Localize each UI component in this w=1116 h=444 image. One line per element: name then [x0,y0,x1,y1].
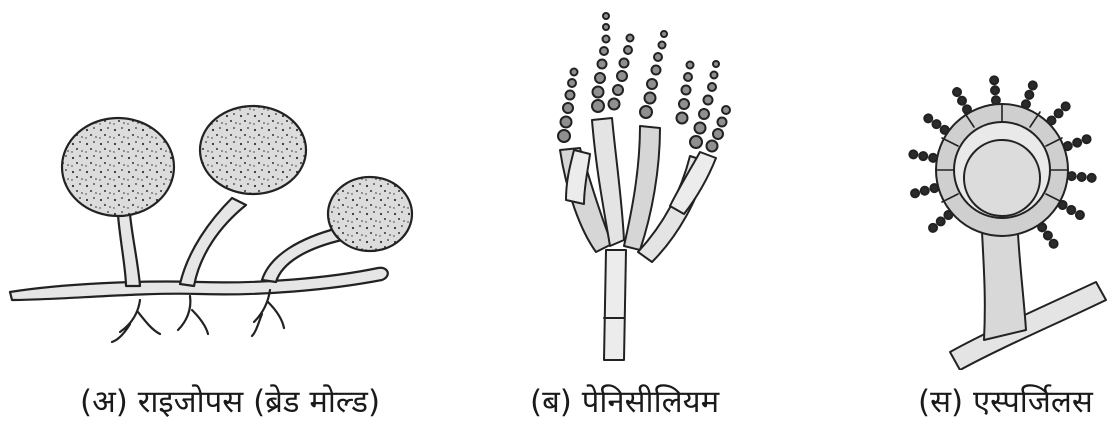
aspergillus-vesicle [964,140,1040,216]
rhizopus-stolon [10,268,388,300]
rhizopus-stalk-1 [118,214,140,286]
aspergillus-stalk [982,232,1026,340]
rhizopus-rhizoid-2 [178,296,208,334]
rhizopus-sporangium-3 [328,177,412,251]
penicillium-stalk [604,250,626,360]
rhizopus-sporangium-1 [62,118,174,216]
aspergillus-drawing [909,76,1106,370]
penicillium-drawing [558,13,730,360]
rhizopus-sporangium-2 [200,106,306,194]
aspergillus-hypha [950,282,1106,370]
rhizopus-drawing [10,106,412,342]
rhizopus-rhizoid-1 [112,300,160,342]
caption-penicillium: (ब) पेनिसीलियम [530,382,719,422]
rhizopus-stalk-2 [180,198,246,286]
rhizopus-rhizoid-3 [252,290,284,336]
fungi-illustrations [0,0,1116,370]
caption-rhizopus: (अ) राइजोपस (ब्रेड मोल्ड) [80,382,380,422]
rhizopus-stalk-3 [262,228,342,282]
caption-aspergillus: (स) एस्पर्जिलस [918,382,1093,422]
